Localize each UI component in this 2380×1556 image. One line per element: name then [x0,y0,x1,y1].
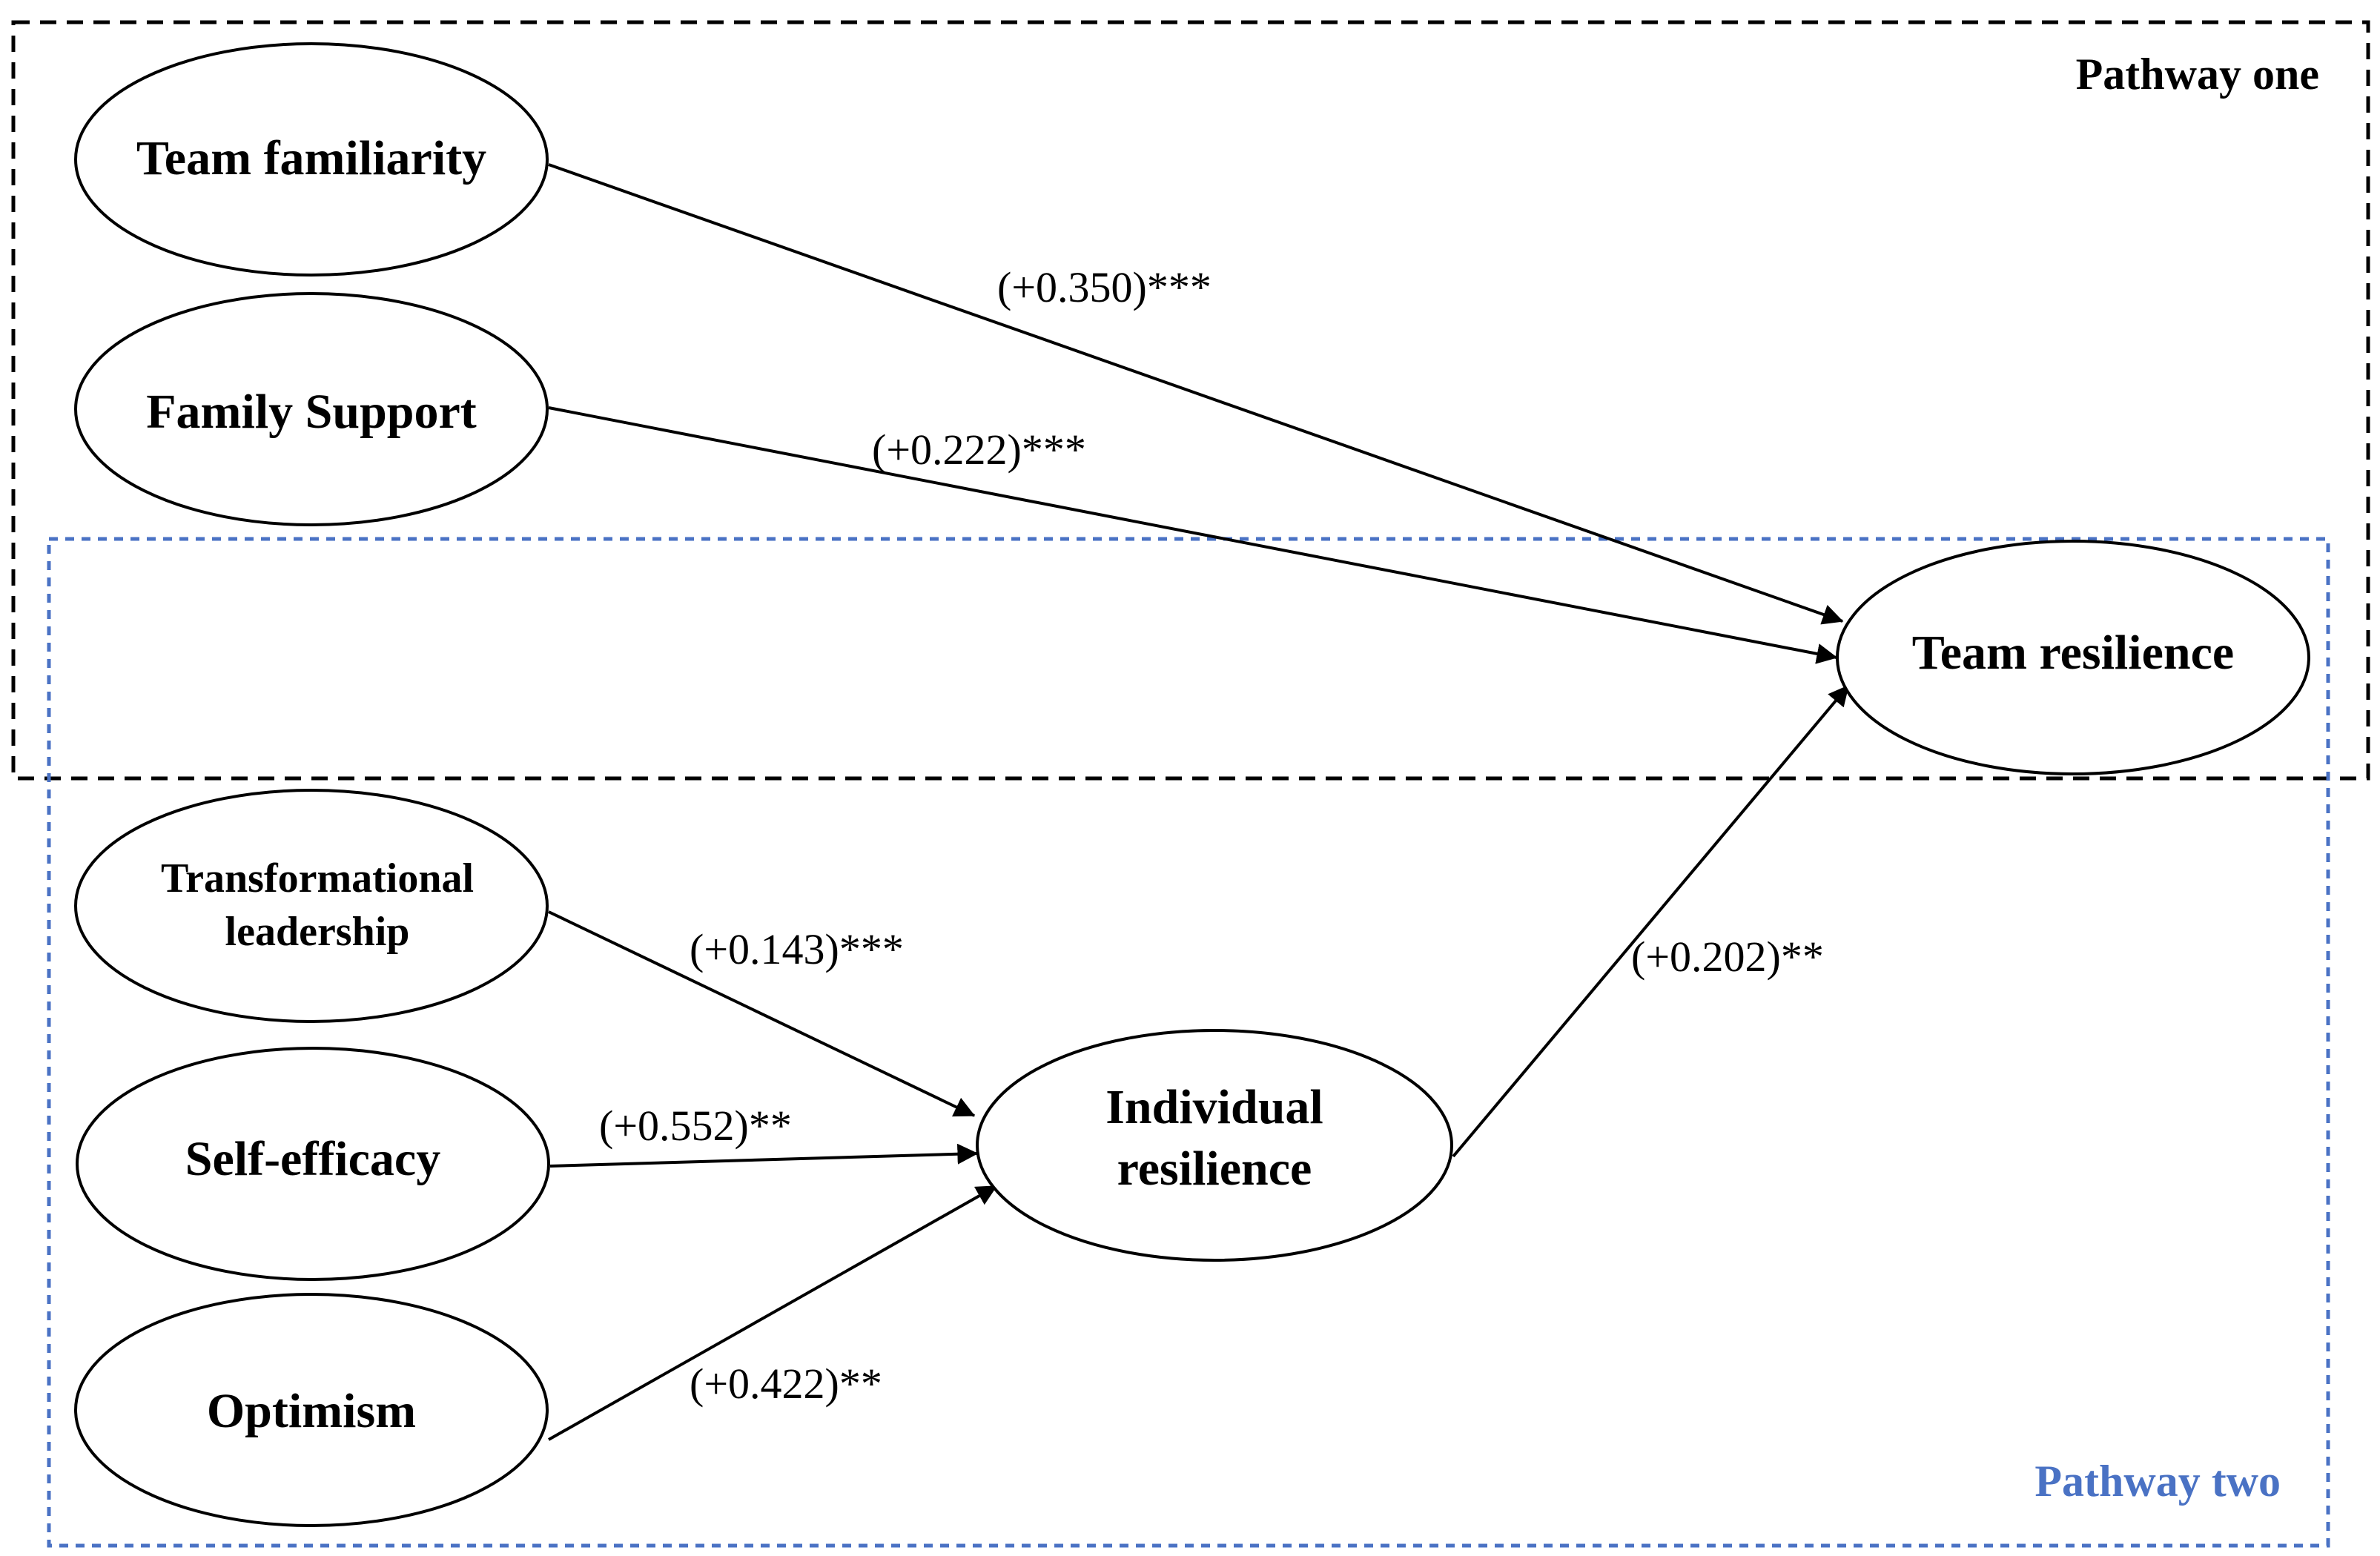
node-optimism: Optimism [74,1293,549,1527]
edge-efficacy-to-individual [549,1143,979,1168]
node-label-individual-line1: Individual [1105,1080,1323,1134]
node-family-support: Family Support [74,292,549,526]
edge-label-individual-to-team: (+0.202)** [1631,933,1824,981]
edge-label-efficacy: (+0.552)** [599,1102,792,1150]
edge-label-familiarity: (+0.350)*** [997,263,1212,311]
node-label-self-efficacy: Self-efficacy [185,1132,440,1186]
edge-support-to-team [548,406,1838,664]
edge-label-leadership: (+0.143)*** [690,925,904,973]
edge-label-optimism: (+0.422)** [690,1360,882,1408]
node-label-transformational-line2: leadership [225,909,410,955]
node-label-optimism: Optimism [207,1384,416,1438]
edge-individual-to-team [1452,684,1850,1158]
node-label-family-support: Family Support [146,385,477,439]
pathway-two-title: Pathway two [2034,1457,2281,1506]
node-team-familiarity: Team familiarity [74,42,549,277]
node-individual-resilience: Individual resilience [976,1029,1453,1262]
node-label-team-familiarity: Team familiarity [136,131,486,185]
pathway-one-box [11,20,2370,781]
edge-familiarity-to-team [548,163,1844,625]
edge-label-support: (+0.222)*** [872,426,1086,474]
pathway-two-box [47,537,2330,1548]
node-transformational-leadership: Transformational leadership [74,789,549,1023]
edge-optimism-to-individual [548,1185,998,1441]
edge-leadership-to-individual [548,910,976,1117]
node-self-efficacy: Self-efficacy [76,1047,550,1281]
node-label-individual-line2: resilience [1117,1142,1312,1196]
pathway-one-title: Pathway one [2076,50,2319,99]
node-label-team-resilience: Team resilience [1912,626,2234,680]
node-label-transformational-line1: Transformational [161,855,474,901]
node-team-resilience: Team resilience [1836,540,2310,775]
